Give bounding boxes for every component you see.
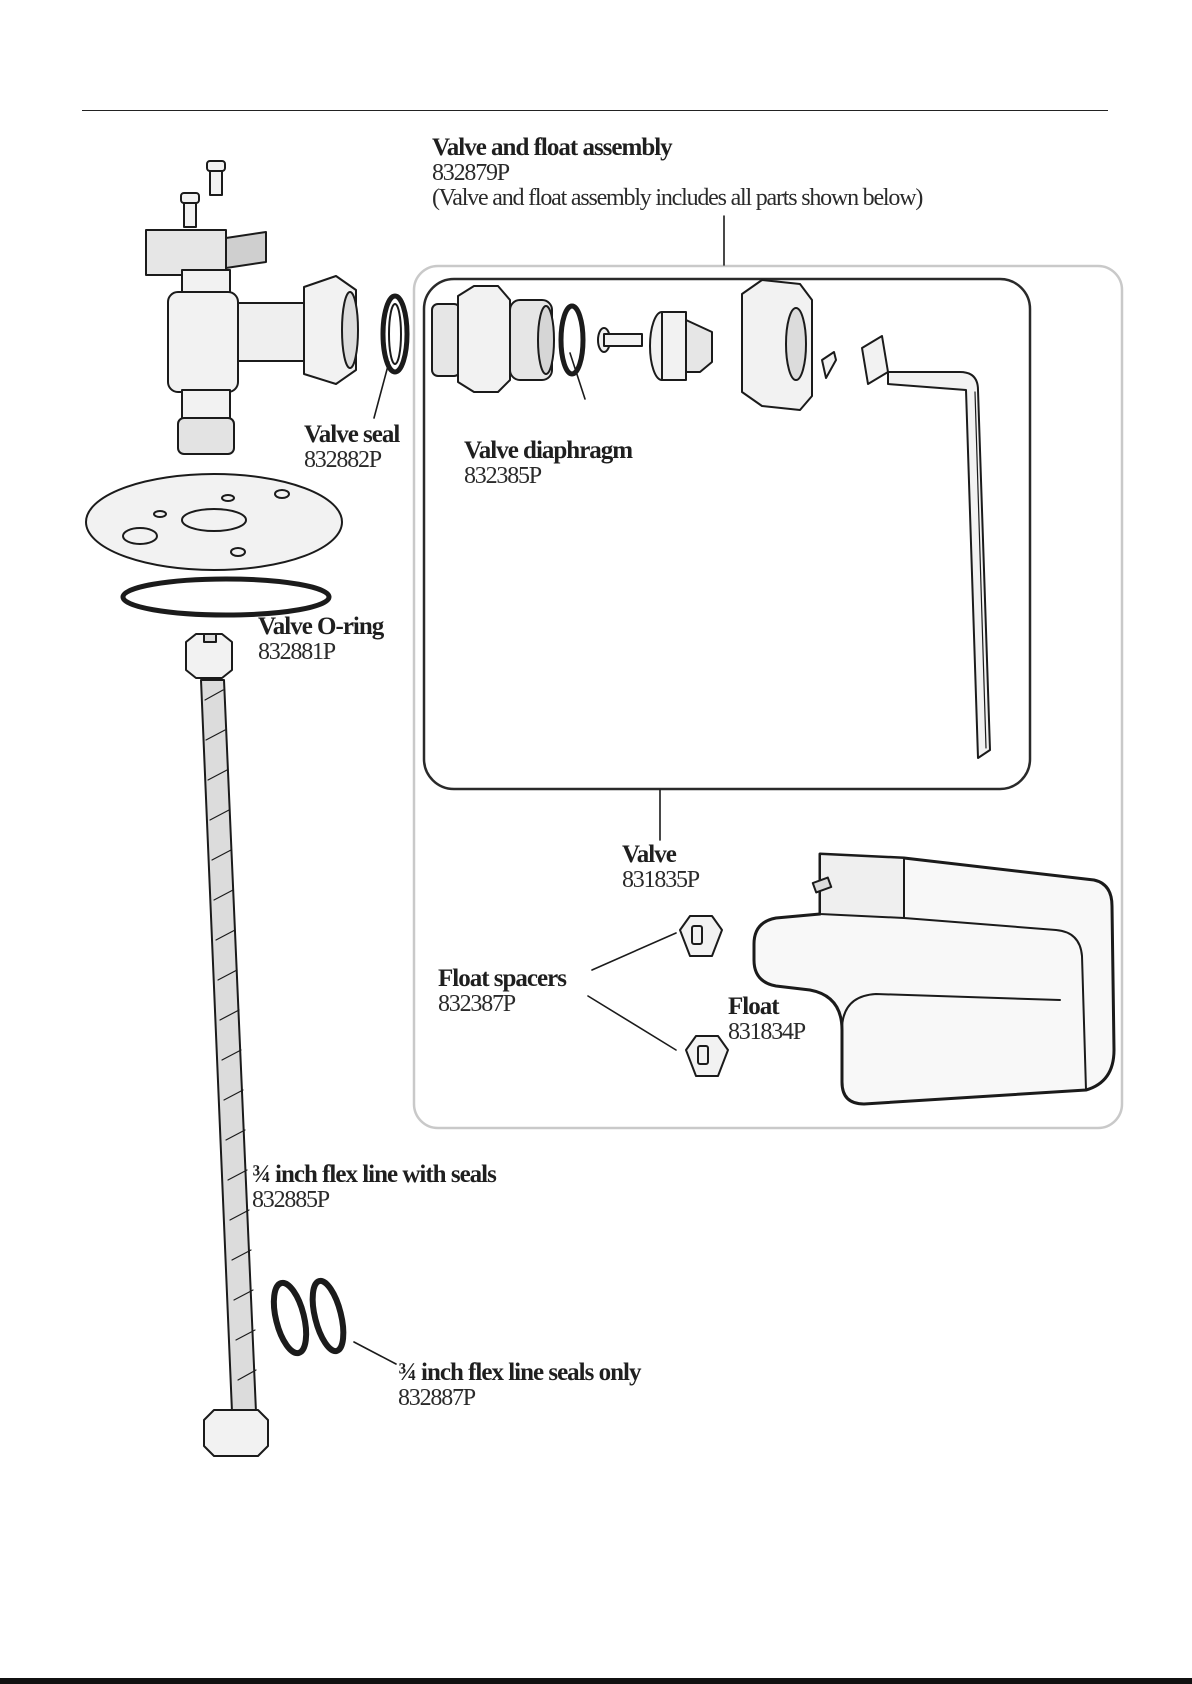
float-spacers-label: Float spacers 832387P <box>438 966 566 1017</box>
spacer-leader-1 <box>592 933 676 970</box>
flex-seal-icon <box>268 1280 313 1357</box>
flex-line-label: ¾ inch flex line with seals 832885P <box>252 1162 496 1213</box>
valve-seal-leader <box>374 362 389 418</box>
valve-part-number: 831835P <box>622 868 699 893</box>
float-name: Float <box>728 994 805 1020</box>
valve-oring-name: Valve O-ring <box>258 614 383 640</box>
valve-seal-part-number: 832882P <box>304 448 399 473</box>
flex-seals-label: ¾ inch flex line seals only 832887P <box>398 1360 640 1411</box>
float-spacers-part-number: 832387P <box>438 992 566 1017</box>
valve-diaphragm-part-number: 832385P <box>464 464 632 489</box>
assembly-part-number: 832879P <box>432 161 922 186</box>
flex-line-part-number: 832885P <box>252 1188 496 1213</box>
valve-oring-part-number: 832881P <box>258 640 383 665</box>
assembly-label: Valve and float assembly 832879P (Valve … <box>432 135 922 212</box>
float-spacer-icon <box>686 1036 728 1076</box>
float-icon <box>754 854 1114 1104</box>
float-label: Float 831834P <box>728 994 805 1045</box>
spacer-leader-2 <box>588 996 676 1050</box>
screw-icon <box>207 161 225 195</box>
float-spacer-icon <box>680 916 722 956</box>
valve-seal-icon <box>383 296 407 372</box>
valve-label: Valve 831835P <box>622 842 699 893</box>
footer-bar <box>0 1678 1192 1684</box>
valve-pin-icon <box>598 328 642 352</box>
valve-piston-icon <box>650 312 712 380</box>
assembly-note: (Valve and float assembly includes all p… <box>432 186 922 211</box>
valve-oring-label: Valve O-ring 832881P <box>258 614 383 665</box>
float-part-number: 831834P <box>728 1020 805 1045</box>
flex-seals-part-number: 832887P <box>398 1386 640 1411</box>
assembly-name: Valve and float assembly <box>432 135 922 161</box>
flex-seal-icon <box>307 1278 350 1354</box>
screw-icon <box>181 193 199 227</box>
valve-diaphragm-label: Valve diaphragm 832385P <box>464 438 632 489</box>
gasket-plate-icon <box>86 474 342 570</box>
valve-name: Valve <box>622 842 699 868</box>
valve-seal-label: Valve seal 832882P <box>304 422 399 473</box>
valve-diaphragm-name: Valve diaphragm <box>464 438 632 464</box>
float-arm-icon <box>862 336 990 758</box>
valve-seal-name: Valve seal <box>304 422 399 448</box>
flex-line-name: ¾ inch flex line with seals <box>252 1162 496 1188</box>
valve-oring-icon <box>123 579 329 615</box>
valve-body-icon <box>432 286 554 392</box>
small-screw-icon <box>822 352 836 378</box>
flex-line-icon <box>186 634 268 1456</box>
float-spacers-name: Float spacers <box>438 966 566 992</box>
flex-seals-name: ¾ inch flex line seals only <box>398 1360 640 1386</box>
valve-diaphragm-icon <box>561 306 583 374</box>
flex-seals-leader <box>354 1342 396 1364</box>
valve-nut-icon <box>742 280 812 410</box>
